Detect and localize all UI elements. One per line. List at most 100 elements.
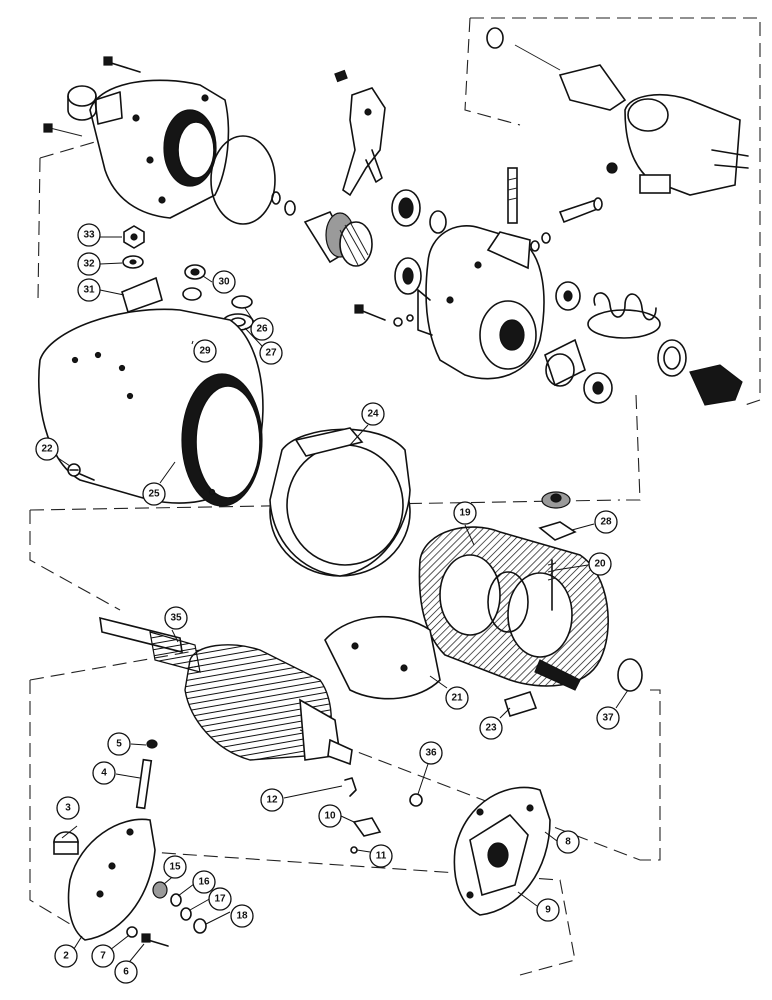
svg-text:24: 24 [367, 409, 379, 420]
svg-text:12: 12 [266, 795, 278, 806]
terminal-stud-20 [547, 559, 557, 611]
svg-text:31: 31 [83, 285, 95, 296]
svg-text:17: 17 [214, 894, 226, 905]
svg-text:28: 28 [600, 517, 612, 528]
spring-washer [555, 281, 581, 311]
nut-washer-28 [538, 491, 577, 541]
callout-33: 33 [77, 223, 101, 247]
washer-ring [429, 210, 447, 234]
field-coils [418, 526, 609, 691]
svg-text:18: 18 [236, 911, 248, 922]
callout-15: 15 [163, 855, 187, 879]
spacer-tube [544, 338, 586, 387]
svg-text:20: 20 [594, 559, 606, 570]
bolt-top-left [103, 56, 141, 73]
pole-shoe [324, 615, 441, 700]
svg-text:15: 15 [169, 862, 181, 873]
callout-26: 26 [250, 317, 274, 341]
callout-3: 3 [56, 796, 80, 820]
callout-37: 37 [596, 706, 620, 730]
svg-text:26: 26 [256, 324, 268, 335]
callout-16: 16 [192, 870, 216, 894]
svg-text:33: 33 [83, 230, 95, 241]
ring-right [657, 339, 687, 377]
svg-text:6: 6 [123, 967, 129, 978]
pin-left [43, 123, 83, 137]
washer-11 [350, 846, 358, 854]
callout-19: 19 [453, 501, 477, 525]
insulator-23 [503, 691, 538, 717]
bushing-3 [53, 831, 79, 855]
drive-pinion [303, 210, 373, 267]
callout-29: 29 [193, 339, 217, 363]
drive-housing [89, 79, 230, 219]
callout-17: 17 [208, 887, 232, 911]
callout-21: 21 [445, 686, 469, 710]
callout-8: 8 [556, 830, 580, 854]
callout-32: 32 [77, 252, 101, 276]
strap-31 [121, 276, 163, 314]
washer-15 [152, 881, 168, 899]
svg-text:9: 9 [545, 905, 551, 916]
small-bolt-mid [354, 304, 414, 327]
callout-36: 36 [419, 741, 443, 765]
thrust-washer [394, 257, 422, 295]
svg-text:19: 19 [459, 508, 471, 519]
pin-vertical [507, 167, 518, 224]
svg-text:7: 7 [100, 951, 106, 962]
end-plate-2 [67, 818, 156, 941]
nut-18 [193, 918, 207, 934]
washer-16 [170, 893, 182, 907]
callout-31: 31 [77, 278, 101, 302]
washer-36 [409, 793, 423, 807]
solenoid [606, 94, 749, 196]
callout-7: 7 [91, 944, 115, 968]
callout-25: 25 [142, 482, 166, 506]
washer-32 [122, 255, 144, 269]
nut-33 [123, 225, 145, 249]
grommet [583, 372, 613, 404]
callout-22: 22 [35, 437, 59, 461]
plunger-pin [558, 197, 603, 224]
callout-5: 5 [107, 732, 131, 756]
armature-shaft [99, 616, 201, 673]
callout-2: 2 [54, 944, 78, 968]
small-washers-top [271, 191, 296, 216]
svg-text:8: 8 [565, 837, 571, 848]
commutator-end-frame [453, 786, 551, 916]
nose-housing [417, 225, 545, 380]
svg-text:32: 32 [83, 259, 95, 270]
washer-7 [126, 926, 138, 938]
boot [689, 364, 743, 406]
svg-text:37: 37 [602, 713, 614, 724]
brush-spring-12 [344, 777, 357, 797]
callout-27: 27 [259, 341, 283, 365]
callout-9: 9 [536, 898, 560, 922]
insulating-band [269, 427, 411, 577]
svg-text:21: 21 [451, 693, 463, 704]
svg-text:30: 30 [218, 277, 230, 288]
brush-10 [352, 817, 382, 837]
svg-text:29: 29 [199, 346, 211, 357]
washer-17 [180, 907, 192, 921]
bearing-ring [391, 189, 421, 227]
svg-text:23: 23 [485, 723, 497, 734]
callout-12: 12 [260, 788, 284, 812]
svg-text:27: 27 [265, 348, 277, 359]
callout-24: 24 [361, 402, 385, 426]
svg-text:22: 22 [41, 444, 53, 455]
washers-30 [182, 264, 206, 301]
bushing-top-left [67, 85, 97, 121]
svg-text:35: 35 [170, 613, 182, 624]
shift-lever [334, 69, 386, 197]
svg-text:36: 36 [425, 748, 437, 759]
callout-11: 11 [369, 844, 393, 868]
callout-23: 23 [479, 716, 503, 740]
o-ring [210, 135, 276, 225]
svg-text:11: 11 [376, 851, 387, 862]
svg-text:5: 5 [116, 739, 122, 750]
callout-28: 28 [594, 510, 618, 534]
callout-10: 10 [318, 804, 342, 828]
spring [587, 292, 661, 339]
